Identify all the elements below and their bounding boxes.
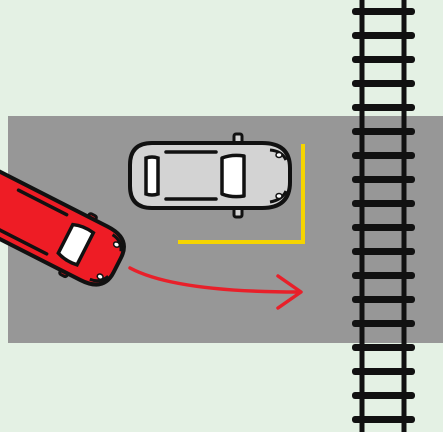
railway-tie	[352, 104, 415, 111]
railway-tie	[352, 224, 415, 231]
railway-tie	[352, 344, 415, 351]
railway-tie	[352, 392, 415, 399]
railway-tie	[352, 200, 415, 207]
railway-tie	[352, 248, 415, 255]
railway-tie	[352, 8, 415, 15]
railway-tie	[352, 56, 415, 63]
railway-tie	[352, 320, 415, 327]
railway-tie	[352, 416, 415, 423]
railway-tie	[352, 272, 415, 279]
parked-car-icon	[130, 134, 290, 217]
railway-tie	[352, 368, 415, 375]
railway-tie	[352, 80, 415, 87]
railway-tie	[352, 32, 415, 39]
railway-tie	[352, 152, 415, 159]
railway-tie	[352, 128, 415, 135]
railway-tie	[352, 176, 415, 183]
railway-tie	[352, 296, 415, 303]
